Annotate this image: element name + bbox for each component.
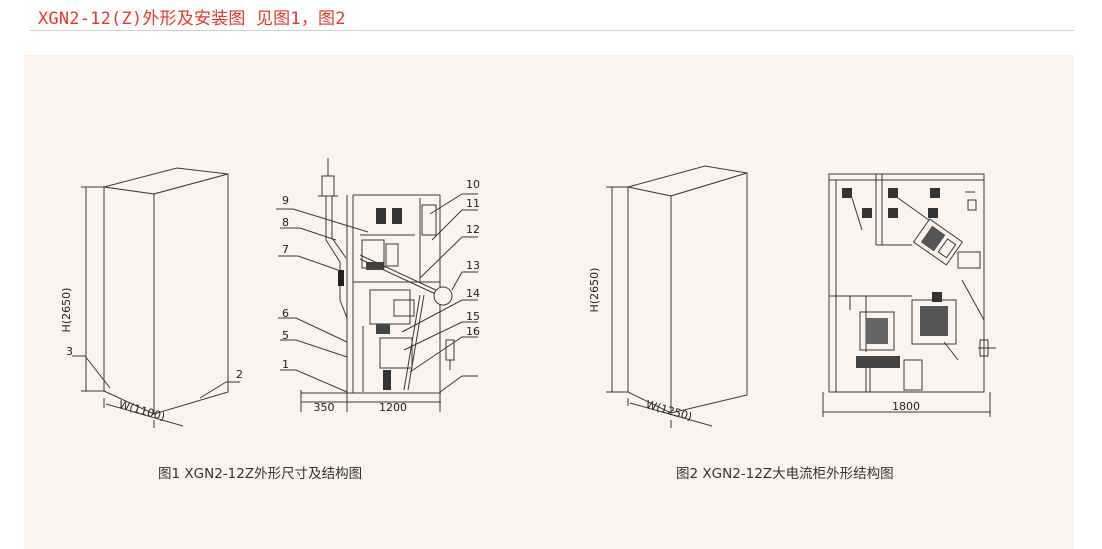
callout-1: 1 (282, 358, 289, 371)
fig1-dim-350: 350 (314, 401, 335, 414)
figure2-caption: 图2 XGN2-12Z大电流柜外形结构图 (676, 466, 894, 482)
fig1-height-label: H(2650) (60, 288, 73, 333)
page-title: XGN2-12(Z)外形及安装图 见图1，图2 (38, 9, 346, 29)
callout-5: 6 (282, 307, 289, 320)
fig1-callout-2: 2 (236, 368, 243, 381)
fig1-callout-labels: 9 8 7 6 5 1 10 11 12 13 14 15 16 (282, 178, 480, 371)
callout-9: 10 (466, 178, 480, 191)
fig2-cabinet-iso (606, 165, 748, 428)
fig1-section-view (276, 158, 478, 412)
callout-7: 8 (282, 216, 289, 229)
figure1-caption: 图1 XGN2-12Z外形尺寸及结构图 (158, 466, 363, 482)
callout-4: 5 (282, 329, 289, 342)
callout-8: 9 (282, 194, 289, 207)
fig2-height-label: H(2650) (588, 268, 601, 313)
callout-15: 16 (466, 325, 480, 338)
fig1-cabinet-iso (72, 167, 240, 428)
callout-6: 7 (282, 243, 289, 256)
callout-11: 12 (466, 223, 480, 236)
callout-10: 11 (466, 197, 480, 210)
fig2-dim-1800: 1800 (892, 400, 920, 413)
callout-13: 14 (466, 287, 480, 300)
fig2-section-view (822, 173, 996, 417)
title-divider (30, 30, 1074, 31)
fig1-dim-1200: 1200 (379, 401, 407, 414)
callout-12: 13 (466, 259, 480, 272)
fig1-callout-3: 3 (66, 345, 73, 358)
callout-14: 15 (466, 310, 480, 323)
